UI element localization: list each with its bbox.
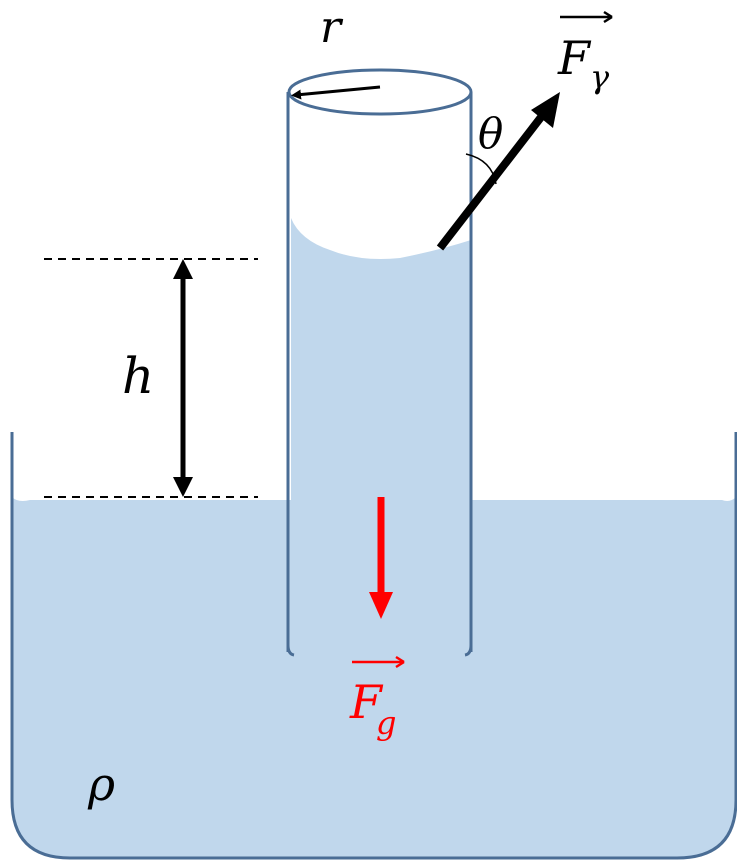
tube-bottom-left: [286, 644, 295, 657]
surface-tension-arrow-head: [531, 92, 560, 128]
tube-liquid: [291, 218, 471, 652]
container: [10, 432, 737, 860]
surface-force-label: F γ: [557, 10, 613, 96]
height-label: h: [122, 347, 154, 405]
surface-force-base: F: [557, 31, 592, 85]
surface-tension-force-arrow: [436, 92, 560, 251]
height-arrow-bottom-head: [173, 477, 193, 497]
gravity-force-arrow: [369, 497, 393, 619]
gravity-force-subscript: g: [376, 704, 396, 742]
height-arrow: [173, 259, 193, 497]
radius-label: r: [320, 2, 344, 53]
gravity-arrow-head: [369, 592, 393, 619]
contact-angle-arc: [465, 153, 497, 185]
density-label: ρ: [87, 757, 115, 811]
gravity-force-label: F g: [349, 655, 405, 742]
tube-rim: [287, 68, 473, 116]
surface-force-subscript: γ: [590, 58, 610, 96]
height-arrow-top-head: [173, 259, 193, 279]
container-outline: [10, 432, 737, 860]
capillary-tube: [286, 68, 473, 657]
angle-label: θ: [478, 109, 503, 158]
container-liquid: [12, 497, 736, 858]
gravity-force-base: F: [349, 675, 384, 729]
radius-arrow: [291, 85, 381, 100]
tube-bottom-right: [464, 644, 473, 657]
